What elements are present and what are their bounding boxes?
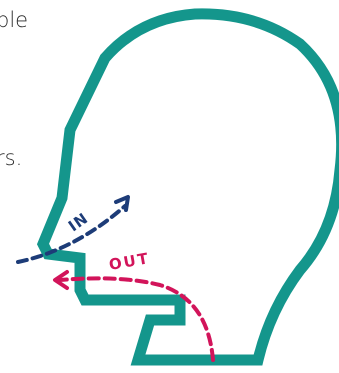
in-label: IN: [65, 209, 92, 235]
head-outline: [43, 14, 339, 360]
out-label: OUT: [108, 249, 152, 274]
